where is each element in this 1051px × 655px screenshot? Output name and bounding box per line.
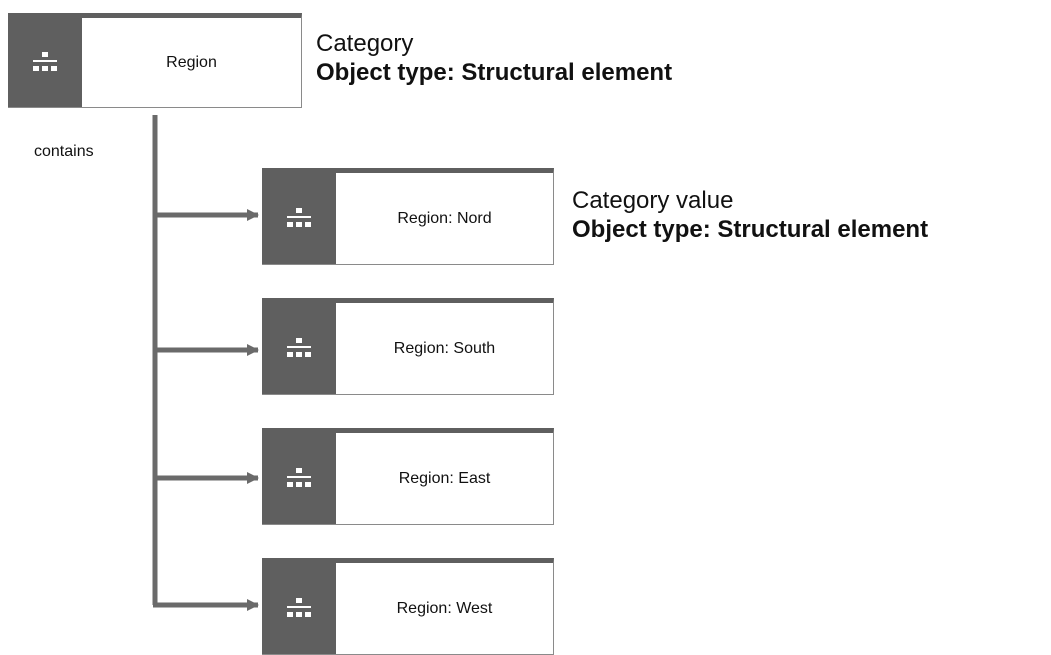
child-node-label: Region: Nord	[397, 209, 492, 227]
child-node-label: Region: East	[398, 469, 491, 487]
org-structure-icon	[287, 207, 311, 227]
category-heading: Category Object type: Structural element	[316, 29, 672, 87]
org-structure-icon	[287, 337, 311, 357]
relation-label: contains	[34, 143, 94, 160]
category-heading-title: Category	[316, 30, 414, 57]
child-node-region-west[interactable]: Region: West	[262, 558, 554, 655]
root-node-region[interactable]: Region	[8, 13, 302, 108]
child-node-region-nord[interactable]: Region: Nord	[262, 168, 554, 265]
child-node-region-south[interactable]: Region: South	[262, 298, 554, 395]
root-node-icon-tile	[8, 18, 82, 107]
child-node-icon-tile	[262, 303, 336, 394]
org-structure-icon	[287, 467, 311, 487]
category-value-heading-object-type: Object type: Structural element	[572, 216, 929, 243]
child-node-icon-tile	[262, 563, 336, 654]
child-node-icon-tile	[262, 433, 336, 524]
root-node-label: Region	[166, 53, 217, 71]
category-heading-object-type: Object type: Structural element	[316, 59, 673, 86]
child-node-label: Region: West	[396, 599, 493, 617]
category-value-heading-title: Category value	[572, 187, 734, 214]
org-structure-icon	[287, 597, 311, 617]
category-value-heading: Category value Object type: Structural e…	[572, 186, 928, 244]
child-node-region-east[interactable]: Region: East	[262, 428, 554, 525]
child-node-label: Region: South	[393, 339, 496, 357]
child-node-icon-tile	[262, 173, 336, 264]
org-structure-icon	[33, 51, 57, 71]
